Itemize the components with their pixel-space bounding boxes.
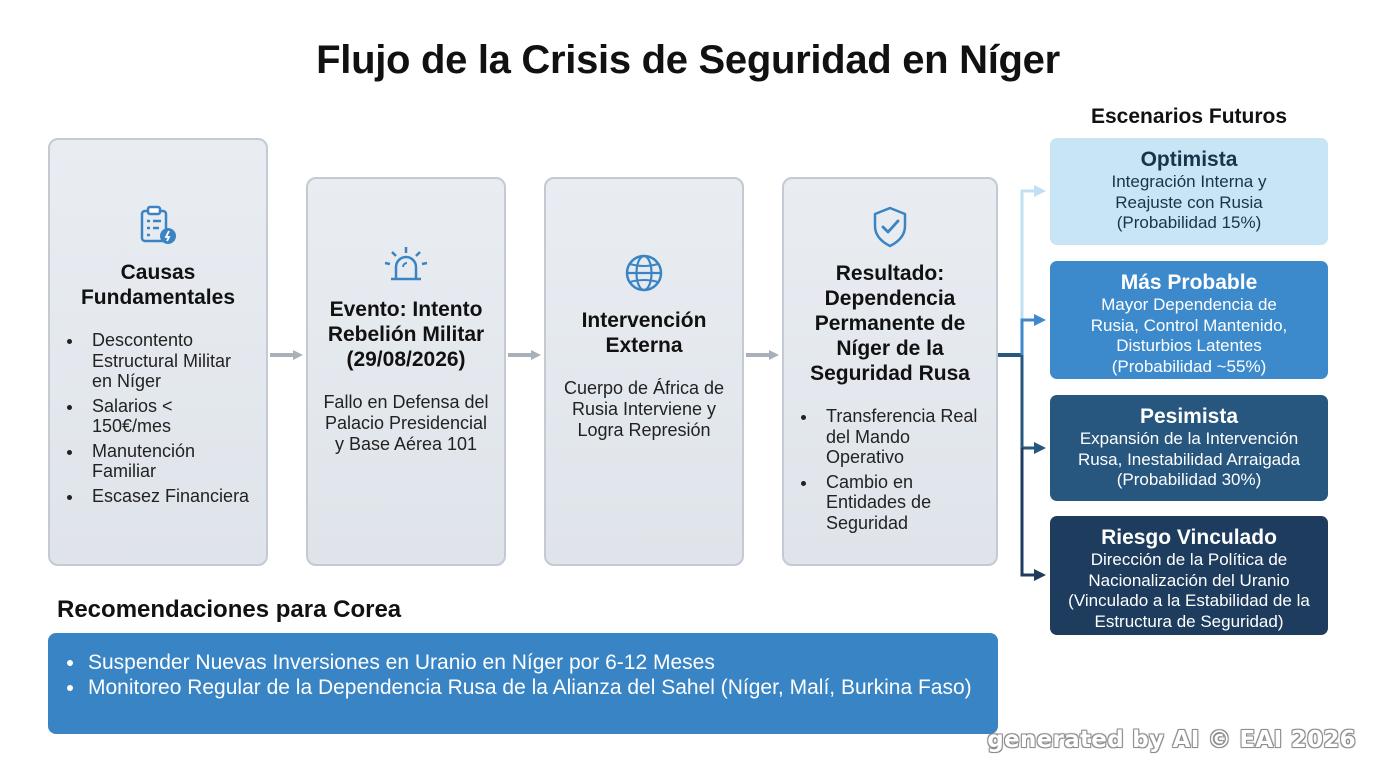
- scenario-line: Expansión de la Intervención: [1079, 429, 1299, 448]
- scenario-probability: (Probabilidad 15%): [1116, 213, 1262, 232]
- causas-bullet-list: Descontento Estructural Militar en Níger…: [60, 330, 256, 506]
- scenarios-header: Escenarios Futuros: [1090, 105, 1288, 128]
- resultado-title-line2: Dependencia: [824, 287, 956, 310]
- scenario-title: Optimista: [1140, 148, 1238, 171]
- evento-title-line1: Evento: Intento: [329, 298, 483, 321]
- scenario-title: Riesgo Vinculado: [1101, 526, 1277, 549]
- scenario-line: Mayor Dependencia de: [1101, 295, 1277, 314]
- causas-title-line2: Fundamentales: [80, 286, 236, 309]
- scenario-riesgo-vinculado: Riesgo Vinculado Dirección de la Polític…: [1050, 516, 1328, 635]
- scenario-line: Disturbios Latentes: [1116, 336, 1262, 355]
- causas-box: Causas Fundamentales Descontento Estruct…: [48, 138, 268, 566]
- clipboard-alert-icon: [140, 205, 176, 244]
- scenario-optimista: Optimista Integración Interna y Reajuste…: [1050, 138, 1328, 245]
- resultado-box: Resultado: Dependencia Permanente de Níg…: [782, 177, 998, 566]
- branch-connector: [998, 185, 1046, 581]
- intervencion-desc-line2: Rusia Interviene y: [571, 399, 717, 419]
- evento-desc-line1: Fallo en Defensa del: [323, 392, 489, 412]
- evento-title-line2: Rebelión Militar: [327, 323, 485, 346]
- scenario-mas-probable: Más Probable Mayor Dependencia de Rusia,…: [1050, 261, 1328, 379]
- evento-desc-line3: y Base Aérea 101: [334, 434, 478, 454]
- scenario-description: Dirección de la Política de Nacionalizac…: [1050, 550, 1328, 632]
- scenario-probability: (Probabilidad 30%): [1116, 470, 1262, 489]
- causas-title-line1: Causas: [120, 261, 196, 284]
- shield-check-icon: [873, 206, 907, 248]
- watermark: generated by AI © EAI 2026: [987, 727, 1356, 753]
- scenario-line: Rusa, Inestabilidad Arraigada: [1077, 449, 1301, 469]
- causas-bullet: Manutención Familiar: [84, 441, 256, 482]
- scenario-description: Expansión de la Intervención Rusa, Inest…: [1050, 429, 1328, 491]
- recommendations-box: Suspender Nuevas Inversiones en Uranio e…: [48, 633, 998, 734]
- intervencion-desc-line1: Cuerpo de África de: [563, 378, 725, 398]
- scenario-line: Reajuste con Rusia: [1115, 192, 1263, 212]
- scenario-line: Rusia, Control Mantenido,: [1090, 315, 1288, 335]
- intervencion-title-line1: Intervención: [581, 309, 707, 332]
- resultado-title-line5: Seguridad Rusa: [810, 362, 970, 385]
- intervencion-description: Cuerpo de África de Rusia Interviene y L…: [556, 378, 732, 441]
- page-title: Flujo de la Crisis de Seguridad en Níger: [316, 38, 1060, 82]
- siren-icon: [384, 247, 428, 281]
- causas-bullet: Salarios < 150€/mes: [84, 396, 256, 437]
- evento-title-line3: (29/08/2026): [346, 348, 466, 371]
- scenario-line: Dirección de la Política de: [1090, 550, 1288, 569]
- causas-bullet: Escasez Financiera: [84, 486, 256, 507]
- scenario-line: Estructura de Seguridad): [1094, 611, 1284, 631]
- recommendations-list: Suspender Nuevas Inversiones en Uranio e…: [64, 650, 978, 700]
- intervencion-box: Intervención Externa Cuerpo de África de…: [544, 177, 744, 566]
- resultado-title-line1: Resultado:: [835, 262, 945, 285]
- evento-box: Evento: Intento Rebelión Militar (29/08/…: [306, 177, 506, 566]
- scenario-line: (Vinculado a la Estabilidad de la: [1068, 591, 1310, 610]
- recommendation-item: Suspender Nuevas Inversiones en Uranio e…: [86, 650, 978, 675]
- causas-bullet: Descontento Estructural Militar en Níger: [84, 330, 256, 392]
- scenario-description: Integración Interna y Reajuste con Rusia…: [1050, 172, 1328, 234]
- intervencion-title-line2: Externa: [605, 334, 683, 357]
- recommendations-title: Recomendaciones para Corea: [57, 596, 402, 623]
- scenario-description: Mayor Dependencia de Rusia, Control Mant…: [1050, 295, 1328, 377]
- scenario-title: Pesimista: [1139, 405, 1239, 428]
- evento-desc-line2: Palacio Presidencial: [324, 413, 488, 433]
- scenario-title: Más Probable: [1120, 271, 1258, 294]
- evento-description: Fallo en Defensa del Palacio Presidencia…: [318, 392, 494, 455]
- globe-icon: [625, 254, 663, 292]
- resultado-bullet-list: Transferencia Real del Mando Operativo C…: [794, 406, 986, 533]
- recommendation-item: Monitoreo Regular de la Dependencia Rusa…: [86, 675, 978, 700]
- scenario-pesimista: Pesimista Expansión de la Intervención R…: [1050, 395, 1328, 501]
- resultado-bullet: Transferencia Real del Mando Operativo: [818, 406, 986, 468]
- resultado-title-line3: Permanente de: [814, 312, 966, 335]
- resultado-title-line4: Níger de la: [836, 337, 944, 360]
- scenario-probability: (Probabilidad ~55%): [1111, 356, 1267, 376]
- scenario-line: Nacionalización del Uranio: [1088, 570, 1290, 590]
- resultado-bullet: Cambio en Entidades de Seguridad: [818, 472, 986, 534]
- scenario-line: Integración Interna y: [1111, 172, 1267, 191]
- intervencion-desc-line3: Logra Represión: [577, 420, 711, 440]
